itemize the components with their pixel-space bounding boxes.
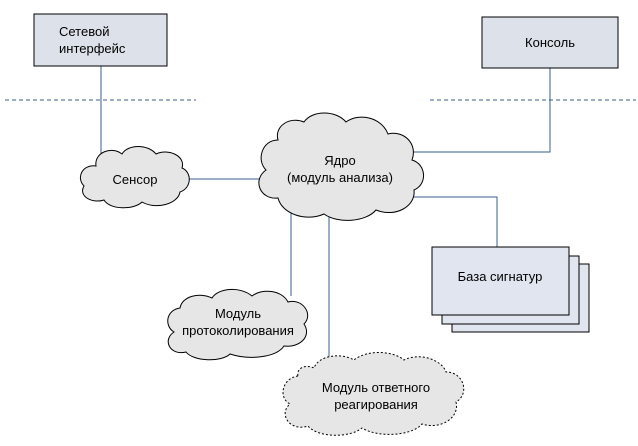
core-label-line1: Ядро [324,153,355,168]
network-interface-label-line1: Сетевой [59,24,109,39]
console-label: Консоль [525,35,575,50]
sensor-label: Сенсор [113,172,158,187]
console-node: Консоль [481,16,619,69]
core-label-line2: (модуль анализа) [287,170,393,185]
network-interface-node: Сетевой интерфейс [33,13,168,67]
network-interface-label-line2: интерфейс [59,41,126,56]
connections [100,66,551,367]
logging-module-node: Модуль протоколирования [167,289,309,361]
logging-module-label-line2: протоколирования [182,323,294,338]
logging-module-label-line1: Модуль [215,306,261,321]
response-module-node: Модуль ответного реагирования [282,352,465,436]
signature-db-node: База сигнатур [431,246,590,333]
signature-db-label: База сигнатур [458,269,543,284]
core-node: Ядро (модуль анализа) [258,112,424,221]
response-module-label-line2: реагирования [334,397,418,412]
sensor-node: Сенсор [80,146,190,209]
link-console-core [412,68,551,153]
link-core-signature-db [414,196,498,252]
response-module-label-line1: Модуль ответного [322,380,430,395]
